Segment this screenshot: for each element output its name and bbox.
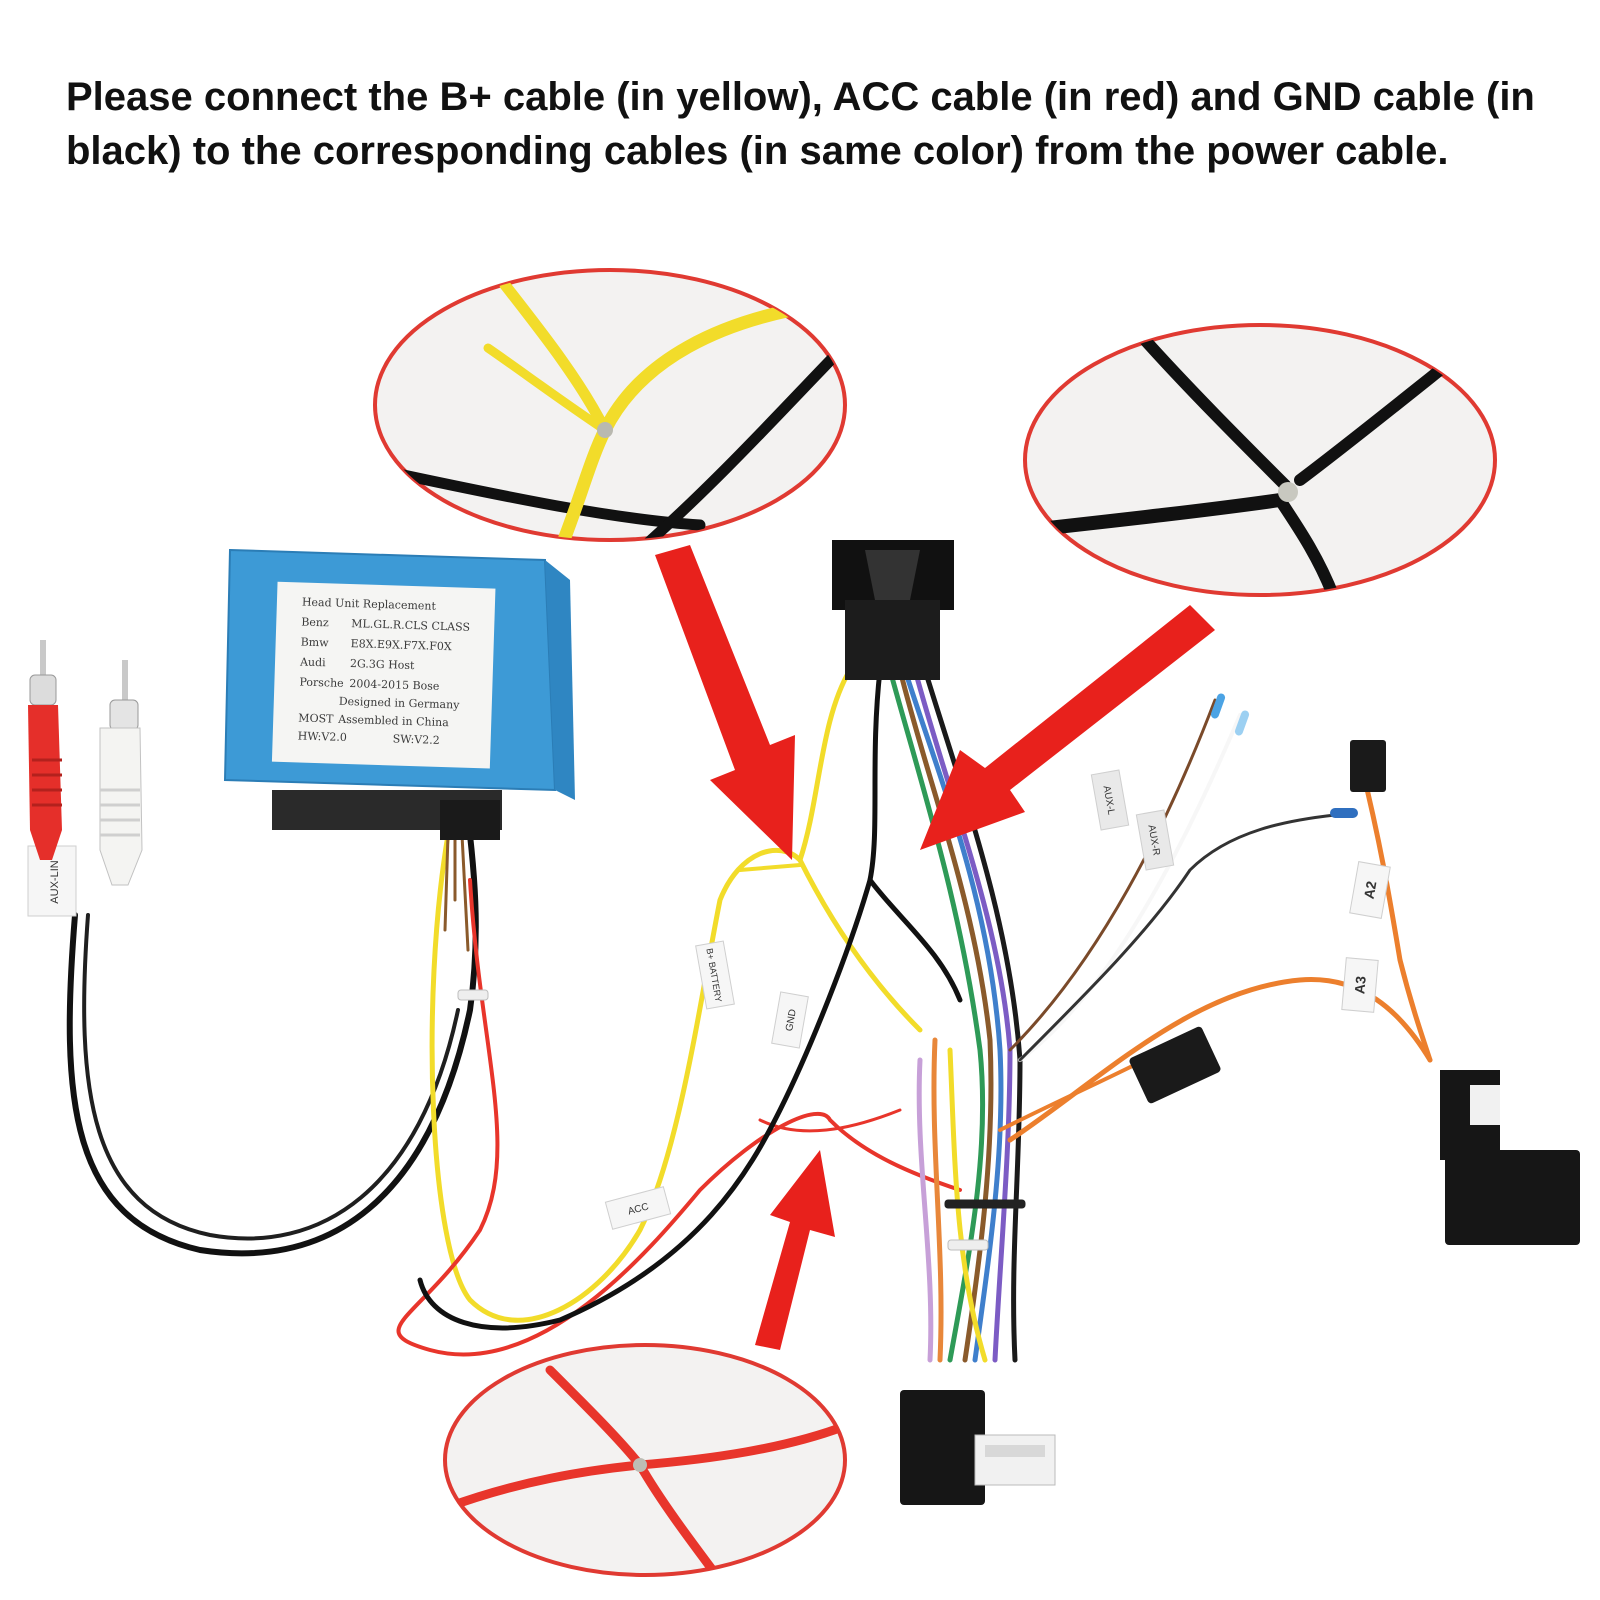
svg-text:SW:V2.2: SW:V2.2 [392,732,439,746]
svg-text:AUX-L: AUX-L [1101,785,1117,816]
svg-text:AUX-LIN: AUX-LIN [49,860,61,903]
tag-a3: A3 [1341,957,1379,1013]
svg-text:E8X.E9X.F7X.F0X: E8X.E9X.F7X.F0X [350,637,452,653]
connector-right-small [1129,740,1386,1104]
decoder-module: Head Unit Replacement Benz ML.GL.R.CLS C… [223,548,575,840]
tag-battery: B+ BATTERY [695,940,735,1010]
rca-plug-white [99,660,143,886]
svg-text:GND: GND [784,1008,799,1032]
callout-black-splice [1023,323,1497,597]
module-label-sticker: Head Unit Replacement Benz ML.GL.R.CLS C… [271,581,496,769]
zip-ties [457,989,1026,1251]
svg-text:AUX-R: AUX-R [1145,824,1161,857]
svg-text:Bmw: Bmw [300,636,329,650]
svg-text:ML.GL.R.CLS CLASS: ML.GL.R.CLS CLASS [351,617,470,634]
svg-text:2004-2015 Bose: 2004-2015 Bose [349,677,439,693]
svg-text:2G.3G Host: 2G.3G Host [350,657,415,672]
svg-text:A3: A3 [1351,975,1369,994]
svg-text:Porsche: Porsche [299,675,344,689]
tag-aux-l: AUX-L [1090,769,1130,831]
callout-yellow-splice [373,268,847,542]
svg-text:Designed in Germany: Designed in Germany [339,695,461,712]
wire-tips [1210,693,1358,818]
tag-aux-r: AUX-R [1135,809,1175,871]
connector-icon [832,540,954,680]
cable-tags: AUX-LIN B+ BATTERY GND ACC AUX-L AUX-R A… [27,769,1391,1230]
svg-text:Assembled in China: Assembled in China [337,713,449,730]
tag-gnd: GND [771,991,809,1049]
tag-acc: ACC [604,1186,672,1230]
svg-text:A2: A2 [1361,880,1380,901]
svg-text:Head Unit Replacement: Head Unit Replacement [302,596,437,613]
svg-text:Benz: Benz [301,616,329,630]
svg-text:MOST: MOST [298,711,334,725]
svg-text:Audi: Audi [299,655,326,669]
red-arrow-icon [755,1150,835,1350]
connector-right-large [1440,1070,1580,1245]
rca-plug-red [28,640,62,860]
svg-text:HW:V2.0: HW:V2.0 [298,729,347,744]
callout-red-splice [443,1343,847,1577]
red-arrow-icon [655,545,795,860]
instruction-text: Please connect the B+ cable (in yellow),… [66,75,1535,173]
red-arrow-icon [920,605,1215,850]
svg-text:ACC: ACC [627,1201,650,1217]
connector-bottom [900,1390,1056,1505]
tag-a2: A2 [1349,861,1391,919]
